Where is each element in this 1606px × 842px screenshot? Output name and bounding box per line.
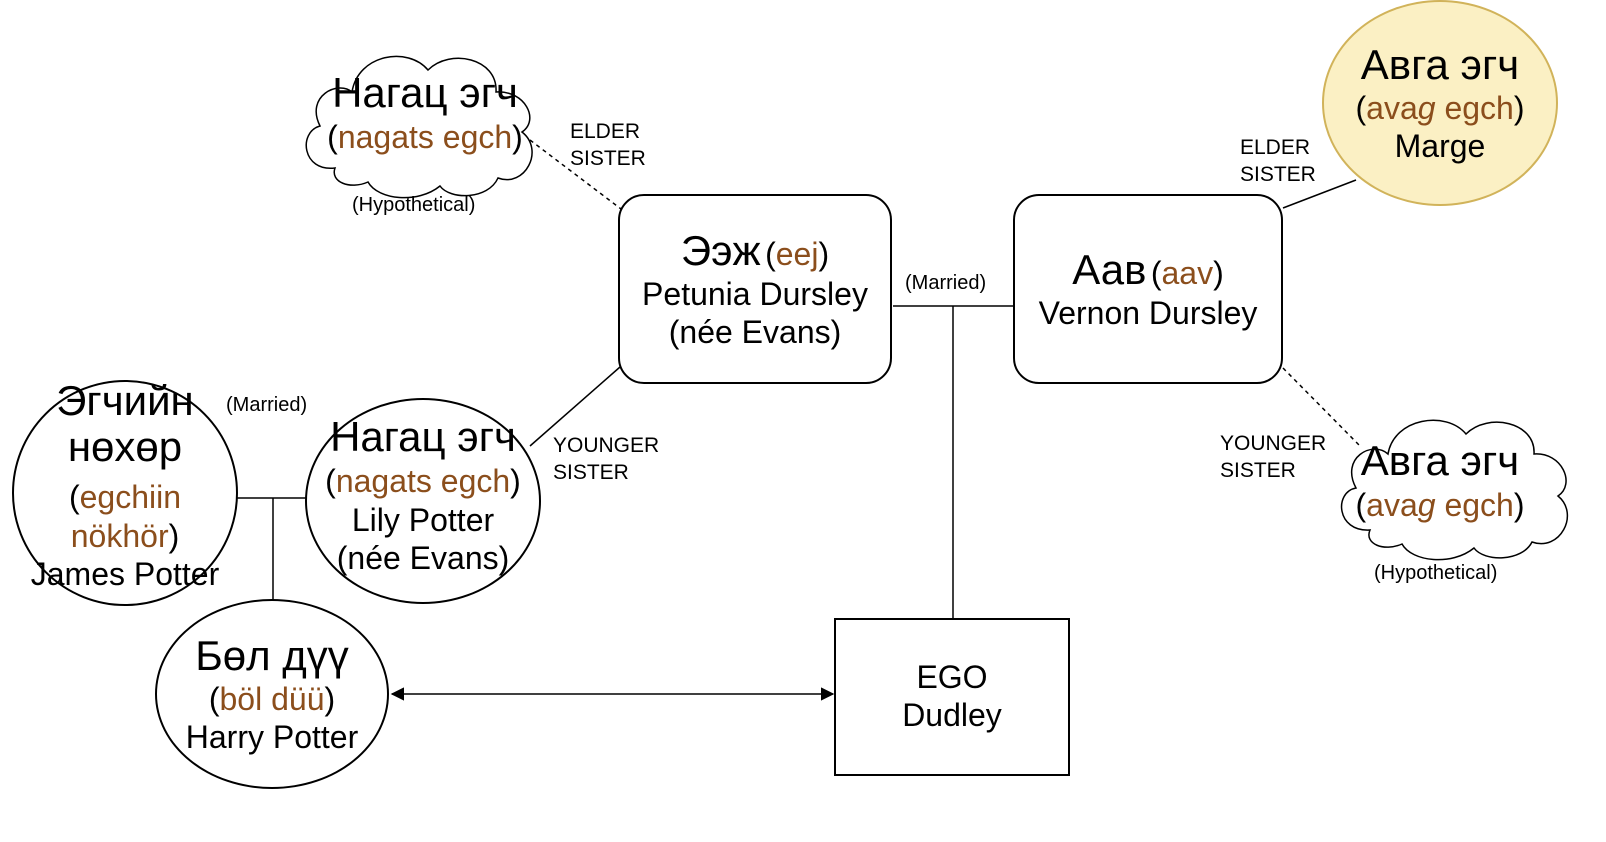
paternal-younger-aunt-node: Авга эгч (avag egch): [1330, 436, 1550, 525]
elder-sister-link-left: [529, 139, 626, 213]
maternal-younger-aunt-name: Lily Potter: [351, 501, 495, 538]
uncle-by-marriage-text: Эгчийн нөхөр (egchiin nökhör) James Pott…: [0, 377, 250, 594]
elder-sister-link-right: [1282, 179, 1357, 209]
maternal-younger-aunt-note: (née Evans): [336, 540, 510, 577]
married-label-left: (Married): [226, 394, 308, 416]
maternal-elder-aunt-mongolian: Нагац эгч: [332, 69, 518, 116]
uncle-mongolian-line2: нөхөр: [67, 423, 183, 471]
uncle-romanization-line1: (egchiin: [68, 479, 182, 516]
hypothetical-cloud-left: [305, 55, 533, 199]
younger-sister-label-right: YOUNGER SISTER: [1220, 432, 1327, 483]
mother-node: Ээж (eej) Petunia Dursley (née Evans): [618, 194, 892, 384]
cousin-mongolian: Бөл дүү: [195, 632, 349, 680]
cousin-name: Harry Potter: [185, 718, 359, 755]
cousin-romanization: (böl düü): [208, 681, 336, 718]
younger-sister-link-left: [529, 366, 621, 447]
maternal-younger-aunt-text: Нагац эгч (nagats egch) Lily Potter (née…: [300, 412, 546, 578]
maternal-elder-aunt-node: Нагац эгч (nagats egch): [300, 68, 550, 157]
ego-node: EGO Dudley: [834, 618, 1070, 776]
father-title: Аав (aav): [1072, 246, 1224, 294]
father-node: Аав (aav) Vernon Dursley: [1013, 194, 1283, 384]
uncle-mongolian-line1: Эгчийн: [56, 377, 194, 424]
father-name: Vernon Dursley: [1038, 294, 1258, 331]
maternal-younger-aunt-romanization: (nagats egch): [325, 463, 521, 500]
hypothetical-cloud-right: [1340, 419, 1569, 561]
elder-sister-label-right: ELDER SISTER: [1240, 136, 1316, 187]
mother-title: Ээж (eej): [680, 227, 830, 275]
paternal-elder-aunt-node: Авга эгч (avag egch) Marge: [1322, 0, 1558, 206]
paternal-elder-aunt-name: Marge: [1394, 127, 1486, 164]
paternal-younger-aunt-mongolian: Авга эгч: [1360, 437, 1520, 484]
paternal-younger-aunt-romanization: (avag egch): [1355, 487, 1525, 524]
paternal-younger-aunt-note: (Hypothetical): [1374, 562, 1498, 584]
mother-note: (née Evans): [668, 313, 842, 350]
maternal-elder-aunt-note: (Hypothetical): [352, 194, 476, 216]
uncle-name: James Potter: [30, 556, 220, 593]
paternal-elder-aunt-romanization: (avag egch): [1355, 90, 1525, 127]
married-label-center: (Married): [905, 272, 987, 294]
younger-sister-link-right: [1282, 367, 1361, 447]
maternal-elder-aunt-romanization: (nagats egch): [327, 119, 523, 156]
maternal-younger-aunt-node: [305, 398, 541, 604]
paternal-elder-aunt-mongolian: Авга эгч: [1360, 41, 1520, 89]
uncle-romanization-line2: nökhör): [70, 517, 180, 554]
mother-name: Petunia Dursley: [642, 276, 868, 313]
elder-sister-label-left: ELDER SISTER: [570, 120, 646, 171]
cousin-node: Бөл дүү (böl düü) Harry Potter: [155, 599, 389, 789]
younger-sister-label-left: YOUNGER SISTER: [553, 434, 660, 485]
uncle-by-marriage-node: [12, 380, 238, 606]
maternal-younger-aunt-mongolian: Нагац эгч: [330, 413, 516, 460]
ego-name: Dudley: [902, 697, 1002, 733]
ego-label: EGO: [916, 659, 988, 696]
